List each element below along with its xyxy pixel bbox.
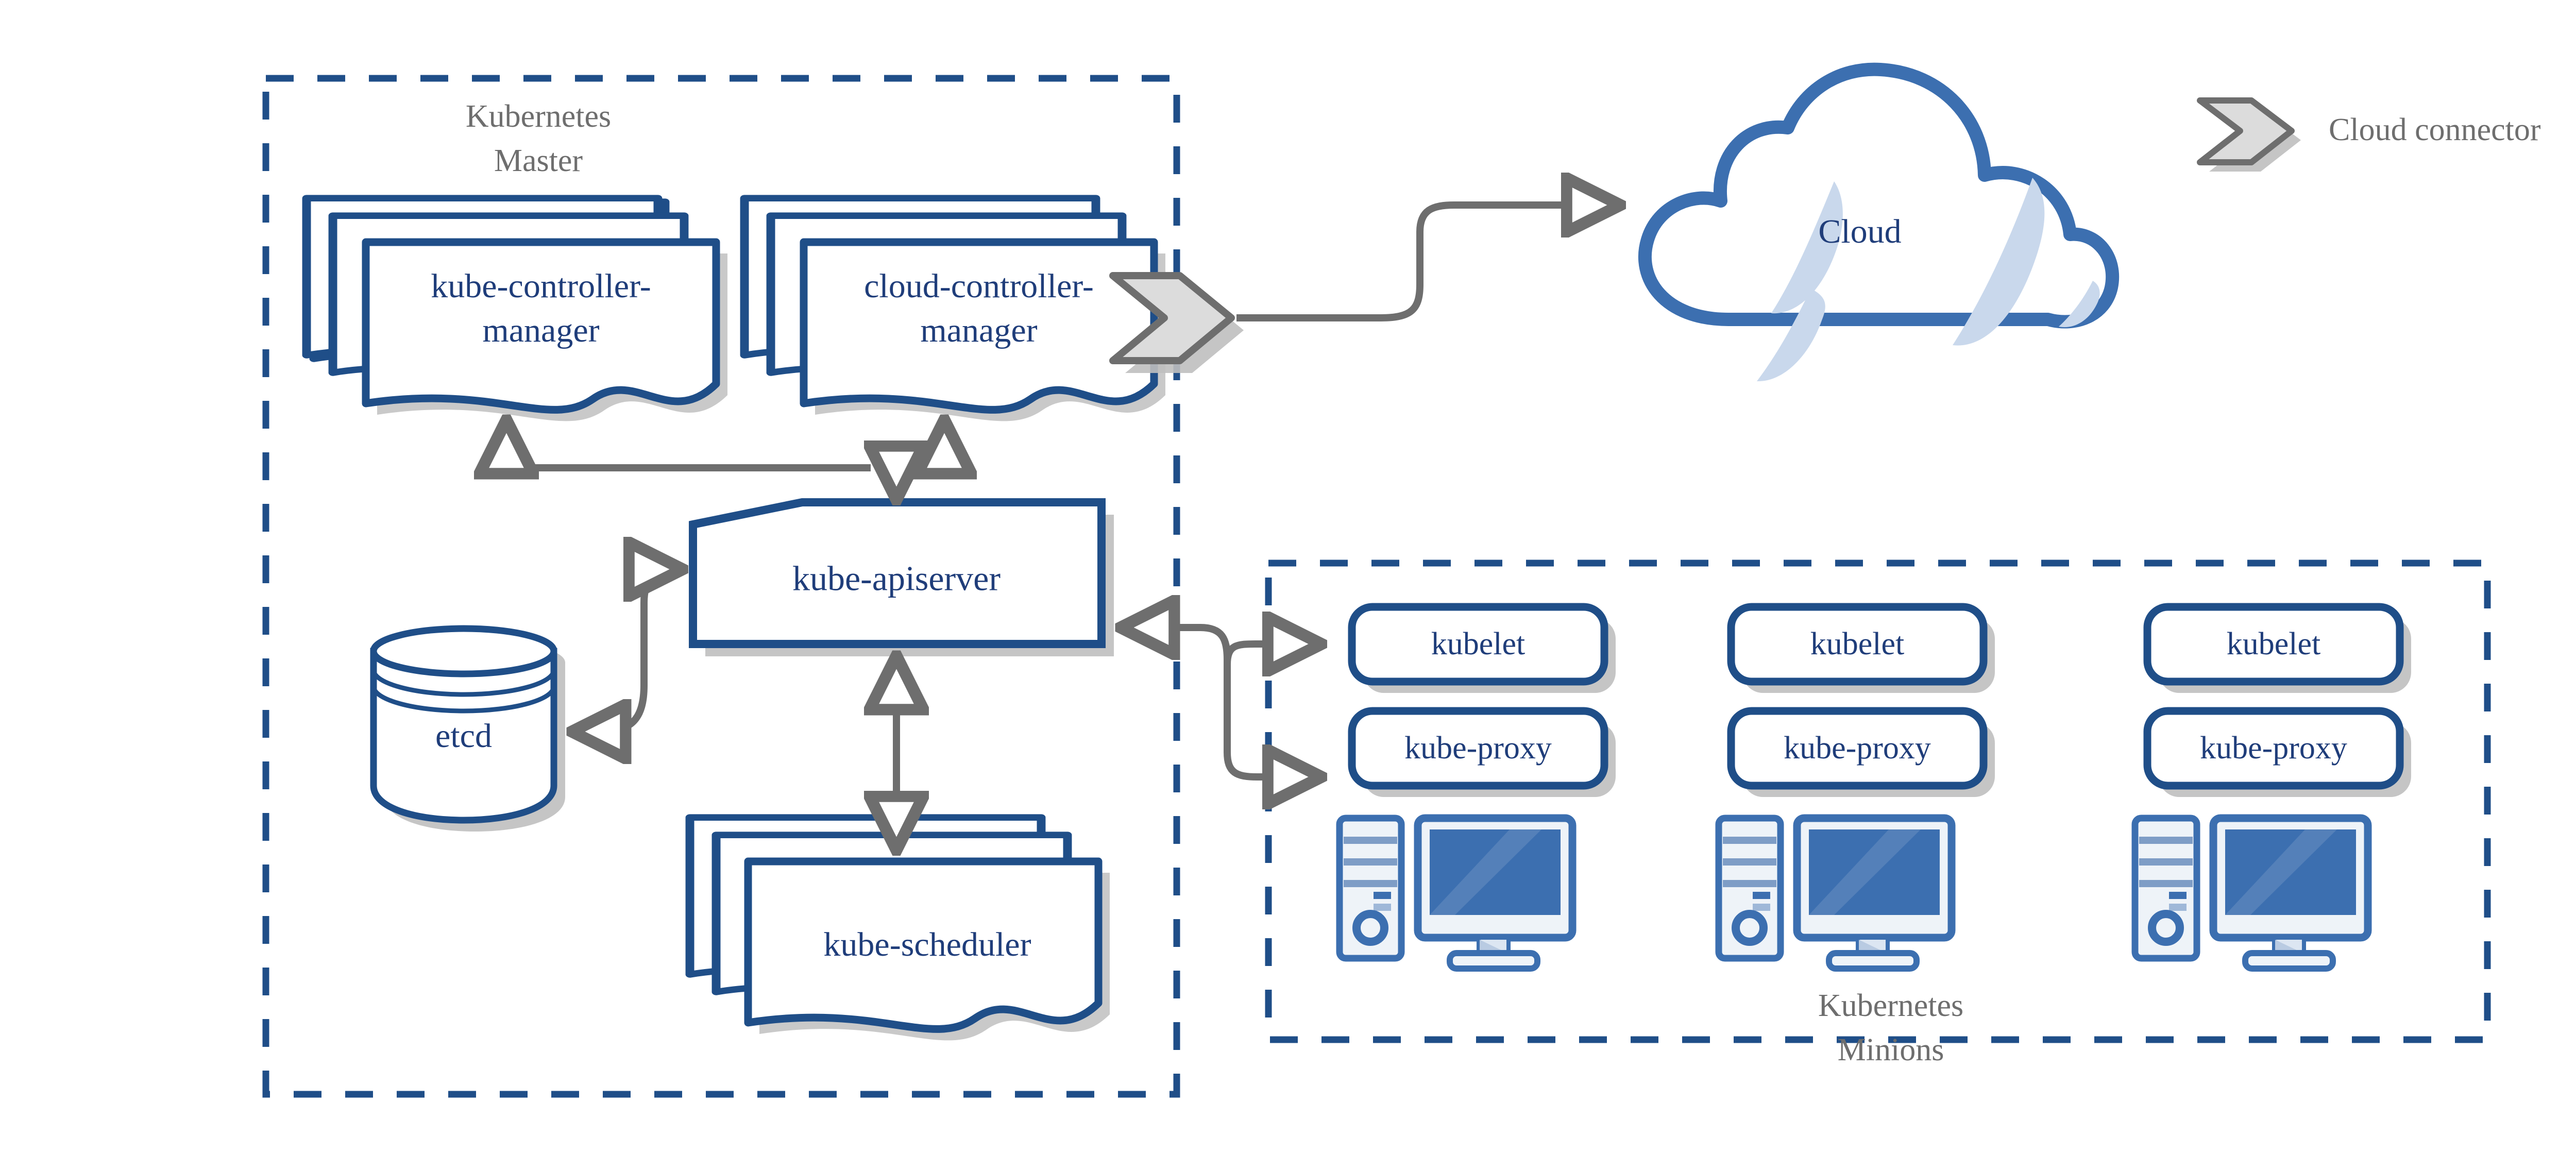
kube-proxy-box[interactable] <box>1348 707 1608 790</box>
kube-proxy-label: kube-proxy <box>1404 731 1552 766</box>
node-label-line1: cloud-controller- <box>864 267 1094 305</box>
doc-front-sheet <box>744 857 1103 1033</box>
connector-apiserver-to-cloud-controller-manager <box>896 422 944 468</box>
etcd-ring-3 <box>371 686 556 714</box>
apiserver-label: kube-apiserver <box>792 559 1001 598</box>
minions-group-label-line2: Minions <box>1838 1032 1944 1067</box>
kube-proxy-box[interactable] <box>2143 707 2404 790</box>
node-kube-controller-manager[interactable]: kube-controller- manager <box>307 198 727 421</box>
kubelet-box[interactable] <box>2143 603 2404 686</box>
cloud-accent-3 <box>1953 178 2045 346</box>
node-label-line2: manager <box>920 312 1037 349</box>
kube-proxy-label: kube-proxy <box>1784 731 1931 766</box>
doc-front-sheet <box>800 238 1158 414</box>
node-cloud[interactable]: Cloud <box>1638 62 2120 382</box>
etcd-top-ring <box>370 625 557 677</box>
connector-apiserver-to-kubelet <box>1224 644 1319 665</box>
node-minion-3[interactable]: kubelet kube-proxy <box>2131 603 2411 972</box>
desktop-computer-icon <box>1715 814 1956 972</box>
cloud-accent-4 <box>2059 281 2100 327</box>
connector-ccm-to-cloud <box>1236 205 1618 321</box>
kube-proxy-box[interactable] <box>1727 707 1988 790</box>
doc-front-sheet <box>362 238 720 414</box>
legend-label: Cloud connector <box>2329 112 2541 147</box>
kube-proxy-label: kube-proxy <box>2200 731 2347 766</box>
apiserver-body <box>689 498 1106 648</box>
connector-apiserver-etcd <box>574 569 680 732</box>
minions-group-label: Kubernetes Minions <box>1818 988 1963 1067</box>
group-kubernetes-master: Kubernetes Master <box>262 75 1180 1098</box>
connector-apiserver-to-kube-proxy <box>1123 628 1319 777</box>
cloud-label: Cloud <box>1818 213 1901 250</box>
node-label-line1: kube-controller- <box>431 267 651 305</box>
node-etcd[interactable]: etcd <box>370 625 565 832</box>
kubelet-label: kubelet <box>1810 626 1905 662</box>
cloud-connector-chevron-icon <box>2197 97 2301 172</box>
connector-apiserver-to-kube-controller-manager <box>506 422 871 468</box>
node-minion-2[interactable]: kubelet kube-proxy <box>1715 603 1995 972</box>
node-kube-apiserver[interactable]: kube-apiserver <box>689 498 1114 656</box>
node-cloud-controller-manager[interactable]: cloud-controller- manager <box>744 198 1165 421</box>
master-dashed-border <box>262 75 1180 1098</box>
legend-cloud-connector: Cloud connector <box>2197 97 2541 172</box>
master-group-label-line1: Kubernetes <box>466 99 611 134</box>
etcd-ring-2 <box>371 669 556 697</box>
desktop-computer-icon <box>2131 814 2372 972</box>
cloud-outline <box>1638 62 2120 329</box>
kubelet-box[interactable] <box>1348 603 1608 686</box>
cloud-accent-2 <box>1757 289 1825 382</box>
node-minion-1[interactable]: kubelet kube-proxy <box>1336 603 1616 972</box>
minions-group-label-line1: Kubernetes <box>1818 988 1963 1023</box>
node-label-line2: manager <box>482 312 599 349</box>
desktop-computer-icon <box>1336 814 1577 972</box>
master-group-label-line2: Master <box>494 143 583 178</box>
cloud-accent-1 <box>1771 181 1843 314</box>
kubelet-label: kubelet <box>2227 626 2321 662</box>
cloud-connector-chevron-icon <box>1109 272 1244 373</box>
kubelet-box[interactable] <box>1727 603 1988 686</box>
kubelet-label: kubelet <box>1431 626 1526 662</box>
etcd-label: etcd <box>435 717 492 755</box>
scheduler-label: kube-scheduler <box>823 926 1031 963</box>
node-kube-scheduler[interactable]: kube-scheduler <box>690 818 1110 1041</box>
